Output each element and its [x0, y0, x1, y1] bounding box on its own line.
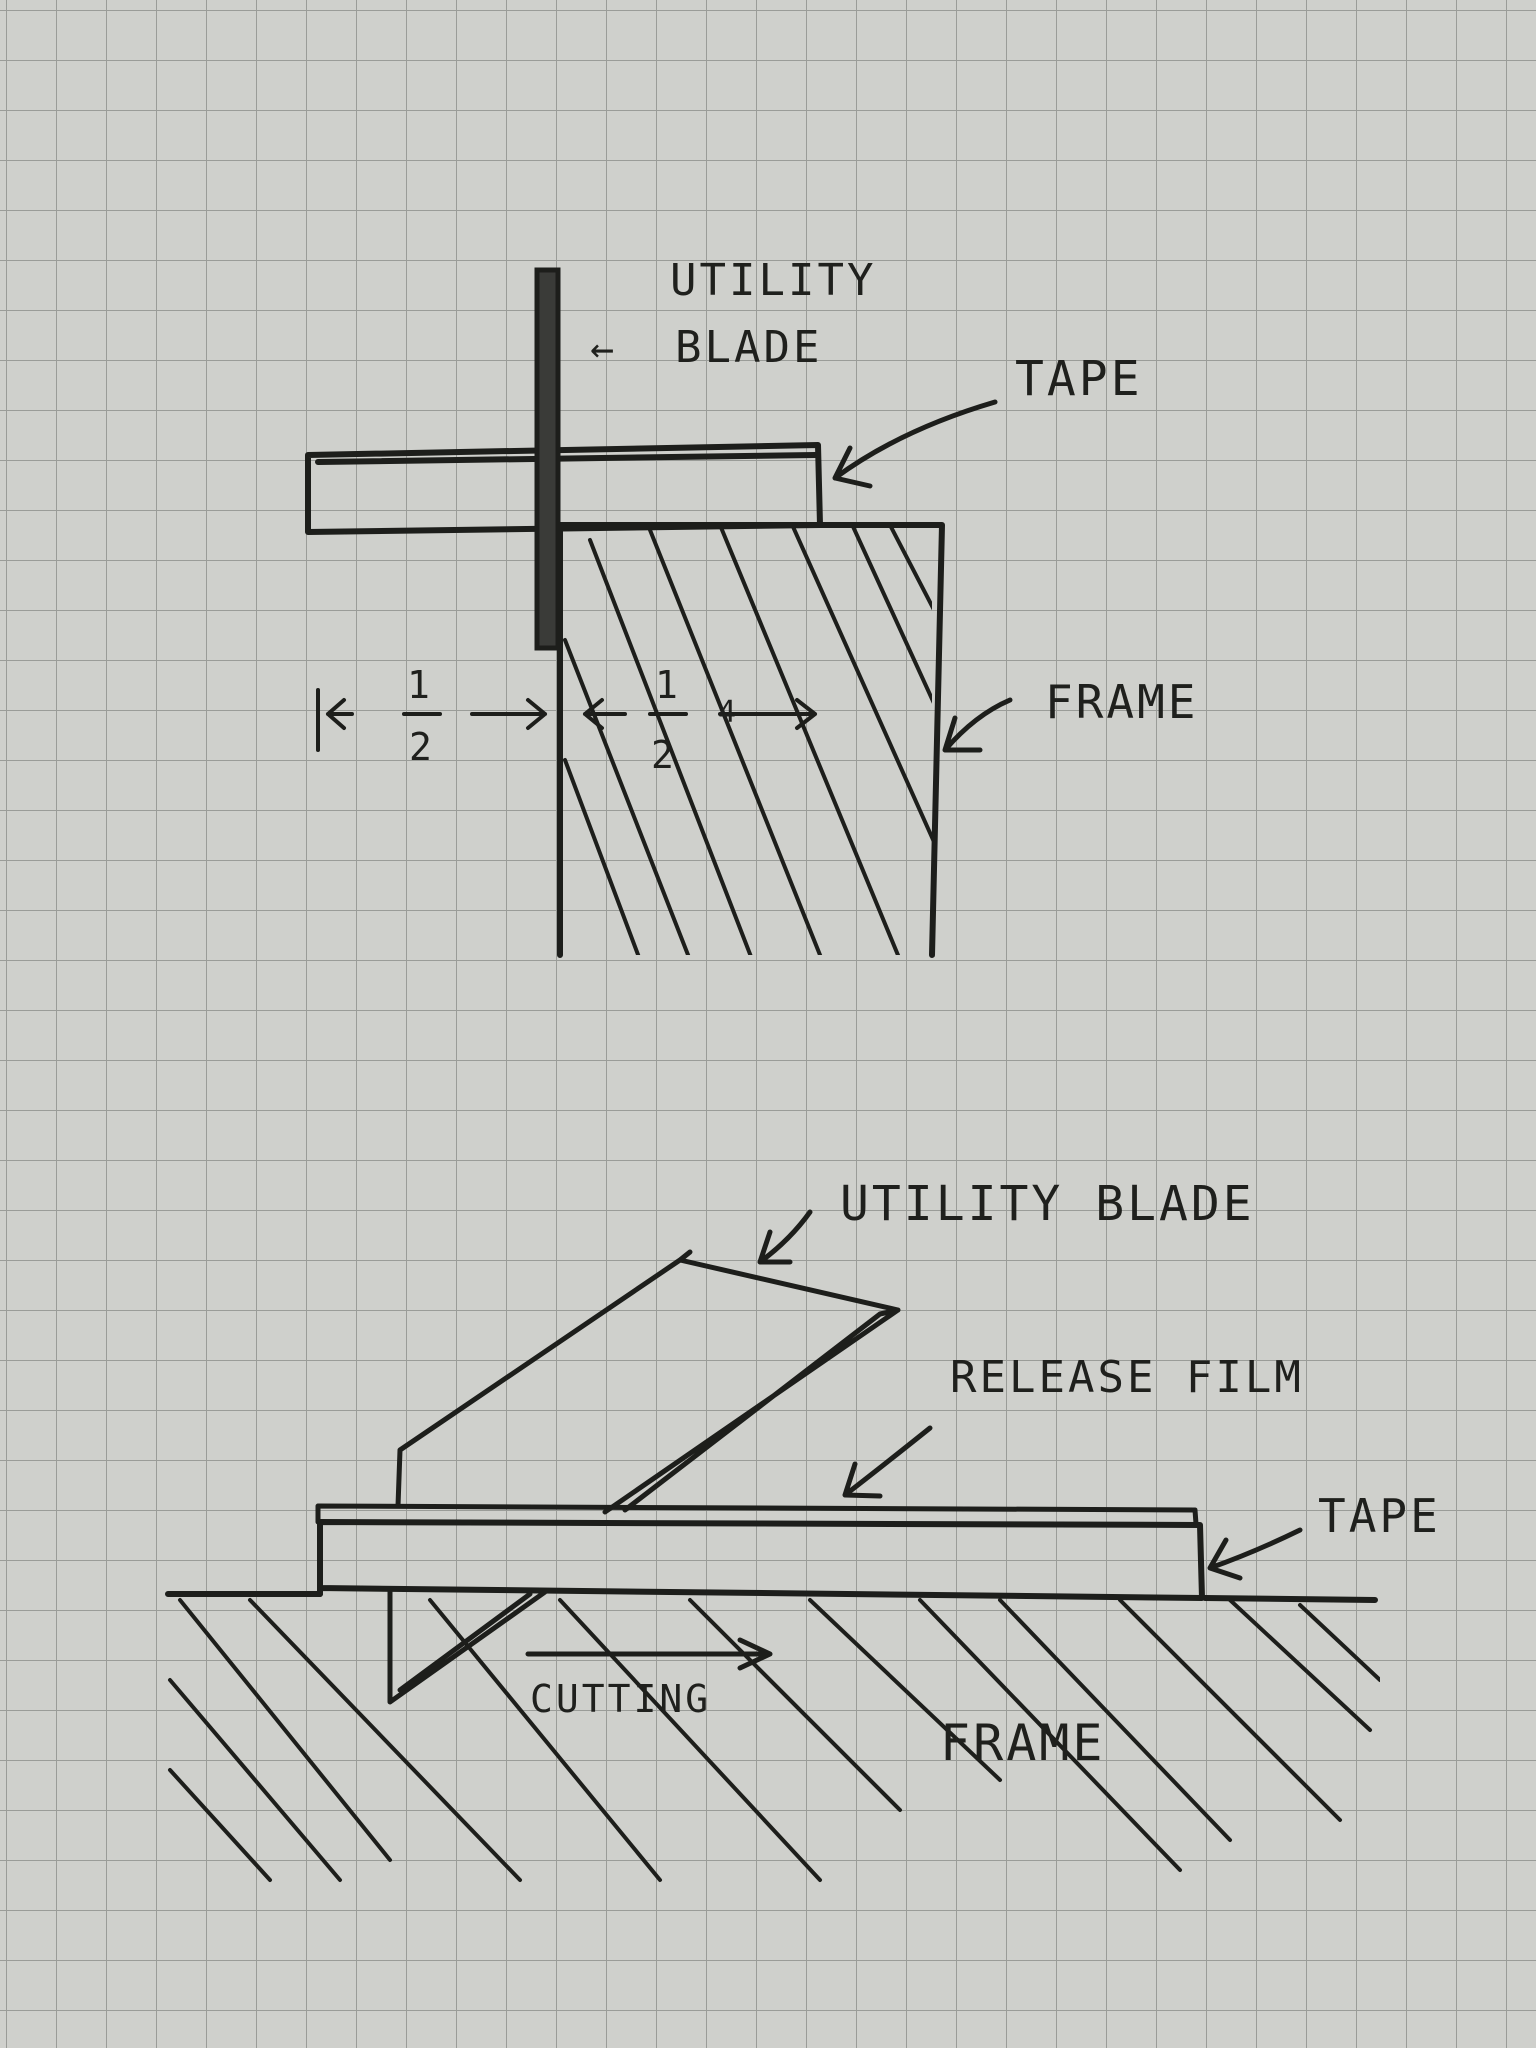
dim-left-denominator: 2: [409, 725, 435, 769]
side-cutting-arrow: [525, 1637, 773, 1671]
side-utility-blade: [395, 1249, 901, 1515]
top-frame-label: FRAME: [1045, 675, 1198, 729]
top-tape-label: TAPE: [1015, 351, 1143, 407]
dim-right: 1 2 4: [583, 663, 817, 777]
side-tape-arrow: [1207, 1527, 1303, 1581]
side-tape: [317, 1519, 1205, 1601]
top-frame-arrow: [942, 697, 1013, 753]
top-blade-arrow-glyph: ←: [590, 326, 617, 372]
top-tape: [305, 442, 823, 535]
side-blade-arrow: [757, 1209, 813, 1265]
dim-left: 1 2: [316, 663, 547, 769]
dim-right-extra-mark: 4: [718, 695, 739, 730]
side-frame-label: FRAME: [940, 1714, 1106, 1772]
side-blade-label: UTILITY BLADE: [840, 1176, 1255, 1232]
top-tape-arrow: [832, 399, 998, 489]
side-blade-cut-slot: [387, 1587, 548, 1705]
top-blade-label-line2: BLADE: [675, 322, 822, 373]
top-blade-label-line1: UTILITY: [670, 255, 876, 306]
side-release-film-label: RELEASE FILM: [950, 1352, 1304, 1403]
side-frame-surface: [165, 1591, 1378, 1603]
side-release-film-arrow: [842, 1425, 933, 1499]
side-cutting-label: CUTTING: [530, 1677, 711, 1721]
dim-left-numerator: 1: [407, 663, 433, 707]
top-utility-blade: [534, 267, 561, 651]
top-frame-hatching: [563, 525, 932, 955]
dim-right-denominator: 2: [651, 733, 677, 777]
dim-right-numerator: 1: [655, 663, 681, 707]
side-tape-label: TAPE: [1318, 1489, 1441, 1543]
top-view: UTILITY ← BLADE TAPE FRAME 1 2 1 2 4: [305, 255, 1198, 958]
side-view: UTILITY BLADE RELEASE FILM TAPE CUTTING …: [165, 1176, 1441, 1882]
